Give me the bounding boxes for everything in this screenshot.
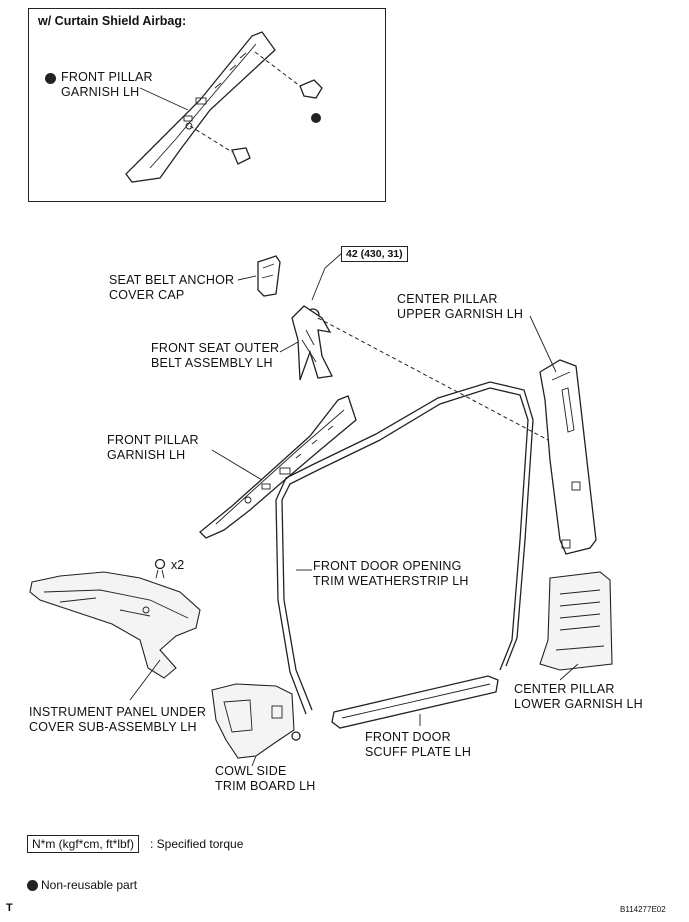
figure-code: B114277E02 xyxy=(620,905,666,914)
bolt-guide-line xyxy=(317,317,549,441)
torque-callout: 42 (430, 31) xyxy=(341,246,408,262)
leader-lines xyxy=(129,87,579,767)
cowl-side-board-label: COWL SIDE TRIM BOARD LH xyxy=(215,764,316,793)
instrument-panel-cover-label: INSTRUMENT PANEL UNDER COVER SUB-ASSEMBL… xyxy=(29,705,207,734)
center-pillar-upper-label: CENTER PILLAR UPPER GARNISH LH xyxy=(397,292,524,321)
non-reusable-dot-icon xyxy=(45,73,56,84)
door-weatherstrip-label: FRONT DOOR OPENING TRIM WEATHERSTRIP LH xyxy=(313,559,469,588)
torque-legend-text: : Specified torque xyxy=(150,837,244,851)
door-opening-weatherstrip-part xyxy=(275,381,534,715)
instrument-panel-under-cover-part xyxy=(29,571,201,679)
cowl-side-trim-board-part xyxy=(211,683,301,759)
inset-front-pillar-garnish xyxy=(125,31,276,183)
non-reusable-legend-text: Non-reusable part xyxy=(41,878,138,892)
front-seat-outer-belt-part xyxy=(291,305,333,381)
torque-unit-box: N*m (kgf*cm, ft*lbf) xyxy=(27,835,140,853)
center-pillar-lower-garnish-part xyxy=(539,571,613,671)
center-pillar-upper-garnish-part xyxy=(539,359,597,555)
seat-belt-anchor-cap-label: SEAT BELT ANCHOR COVER CAP xyxy=(109,273,235,302)
inset-title: w/ Curtain Shield Airbag: xyxy=(38,14,187,28)
panel-clip xyxy=(154,558,166,579)
curtain-airbag-inset: w/ Curtain Shield Airbag: FRONT PILLAR G… xyxy=(28,8,386,202)
corner-mark: T xyxy=(6,902,13,914)
inset-clip-upper xyxy=(254,51,323,123)
seat-belt-anchor-cover-cap-part xyxy=(257,255,281,297)
inset-clip-lower xyxy=(189,125,251,165)
front-pillar-garnish-part xyxy=(199,395,357,539)
front-door-scuff-plate-part xyxy=(331,675,499,729)
non-reusable-legend-icon xyxy=(27,880,38,891)
inset-front-pillar-label: FRONT PILLAR GARNISH LH xyxy=(61,70,153,99)
center-pillar-lower-label: CENTER PILLAR LOWER GARNISH LH xyxy=(514,682,643,711)
clip-quantity: x2 xyxy=(171,558,185,572)
front-pillar-garnish-label: FRONT PILLAR GARNISH LH xyxy=(107,433,199,462)
front-seat-belt-label: FRONT SEAT OUTER BELT ASSEMBLY LH xyxy=(151,341,280,370)
front-door-scuff-label: FRONT DOOR SCUFF PLATE LH xyxy=(365,730,472,759)
